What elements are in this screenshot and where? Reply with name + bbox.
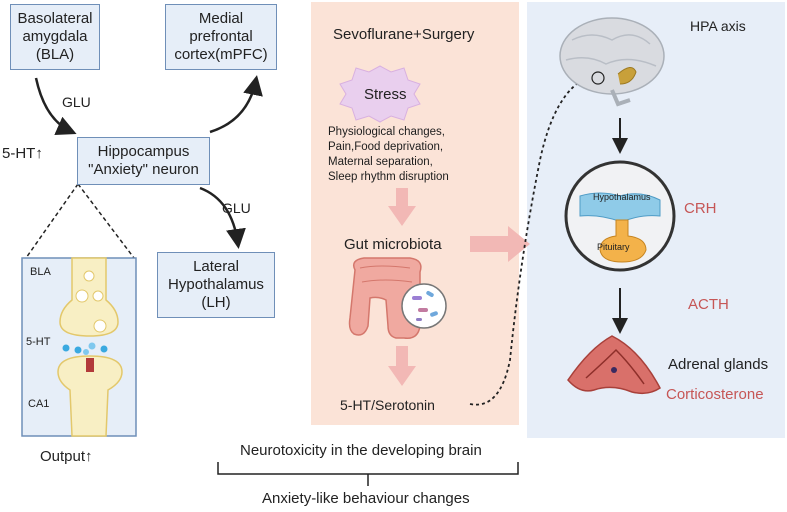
mpfc-box: Medial prefrontal cortex(mPFC) <box>165 4 277 70</box>
pink-arrow-right <box>470 226 530 262</box>
cause-item: Physiological changes, <box>328 126 445 138</box>
arrow-to-mpfc <box>209 75 263 134</box>
hypothalamus-label: Hypothalamus <box>593 192 651 202</box>
stress-panel <box>311 2 519 425</box>
middle-title: Sevoflurane+Surgery <box>333 26 475 43</box>
dashed-serotonin-curve <box>469 73 594 406</box>
acth-label: ACTH <box>688 296 729 313</box>
stress-burst <box>339 65 421 123</box>
behaviour-label: Anxiety-like behaviour changes <box>262 490 470 507</box>
microbe-circle <box>401 283 447 329</box>
glu-label-top: GLU <box>62 94 91 110</box>
lh-box: Lateral Hypothalamus (LH) <box>157 252 275 318</box>
presynaptic-terminal <box>59 257 119 337</box>
pink-arrow-1 <box>388 188 416 226</box>
hippocampus-box: Hippocampus "Anxiety" neuron <box>77 137 210 185</box>
stress-label: Stress <box>364 86 407 103</box>
postsynaptic-terminal <box>57 355 123 437</box>
cause-item: Sleep rhythm disruption <box>328 171 449 183</box>
adrenal-gland-drawing <box>567 335 661 395</box>
gut-label: Gut microbiota <box>344 236 442 253</box>
bracket-left <box>217 462 519 475</box>
hpa-title: HPA axis <box>690 18 746 34</box>
cause-item: Maternal separation, <box>328 156 433 168</box>
brain-drawing <box>559 17 665 107</box>
glu-arrow-lh <box>199 186 246 249</box>
pituitary-label: Pituitary <box>597 242 630 252</box>
crh-label: CRH <box>684 200 717 217</box>
neurotoxicity-label: Neurotoxicity in the developing brain <box>240 442 482 459</box>
serotonin-up-label: 5-HT↑ <box>2 145 43 162</box>
glu-label-bottom: GLU <box>222 200 251 216</box>
cause-item: Pain,Food deprivation, <box>328 141 444 153</box>
adrenal-label: Adrenal glands <box>668 356 769 373</box>
output-label: Output↑ <box>40 448 93 465</box>
synapse-bla-label: BLA <box>30 266 51 278</box>
gut-drawing <box>348 257 422 339</box>
serotonin-label: 5-HT/Serotonin <box>340 397 435 413</box>
corticosterone-label: Corticosterone <box>666 386 764 403</box>
pink-arrow-2 <box>388 346 416 386</box>
causes-list: Physiological changes, Pain,Food depriva… <box>328 125 449 185</box>
synapse-5ht-label: 5-HT <box>26 336 51 348</box>
glu-arrow-bla <box>34 77 77 136</box>
bla-box: Basolateral amygdala (BLA) <box>10 4 100 70</box>
synapse-ca1-label: CA1 <box>28 398 50 410</box>
